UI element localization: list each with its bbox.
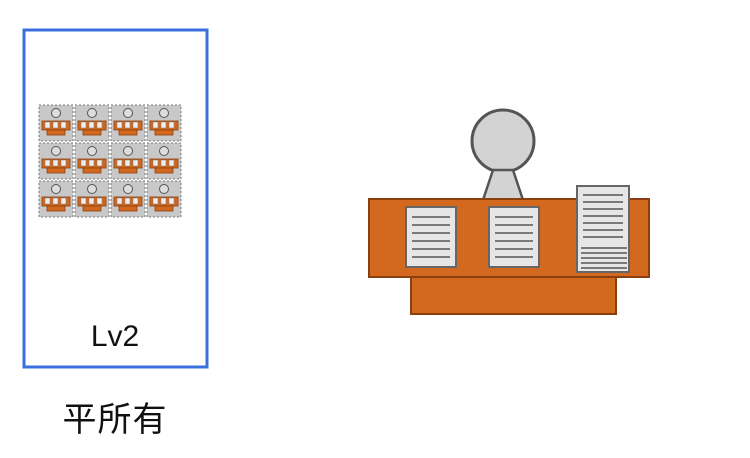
document-icon [488, 206, 540, 268]
grid-tile [110, 180, 146, 218]
grid-tile [38, 104, 74, 142]
grid-tile [74, 180, 110, 218]
card-caption: 平所有 [62, 400, 168, 440]
grid-tile [110, 104, 146, 142]
grid-tile [74, 104, 110, 142]
grid-tile [38, 142, 74, 180]
grid-tile [146, 104, 182, 142]
level-card [22, 28, 209, 369]
grid-tile [38, 180, 74, 218]
desk-base [410, 276, 617, 315]
document-icon [405, 206, 457, 268]
person-head [470, 108, 536, 174]
grid-tile [146, 180, 182, 218]
document-stack-icon [576, 185, 630, 273]
grid-tile [74, 142, 110, 180]
worker-at-desk-icon [368, 108, 650, 315]
grid-tile [110, 142, 146, 180]
agent-grid-icon [38, 104, 182, 218]
level-label: Lv2 [90, 320, 140, 353]
grid-tile [146, 142, 182, 180]
person-body [481, 168, 525, 202]
